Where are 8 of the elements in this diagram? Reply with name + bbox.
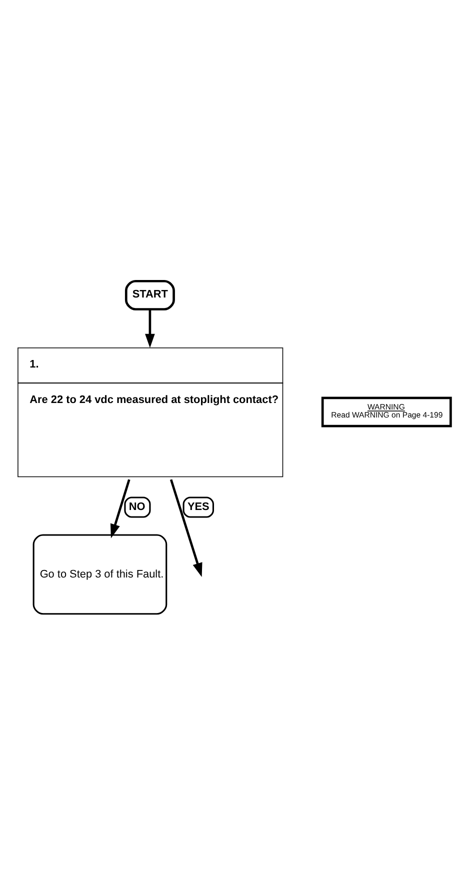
node-box: START (124, 279, 175, 310)
node-box: WARNING Read WARNING on Page 4-199 (321, 396, 452, 427)
node-box: Go to Step 3 of this Fault. (32, 534, 168, 614)
edge-label: NO (128, 500, 146, 512)
arrow (110, 478, 130, 538)
arrow (170, 478, 202, 576)
arrow (145, 308, 155, 348)
edge-label: YES (187, 500, 210, 512)
